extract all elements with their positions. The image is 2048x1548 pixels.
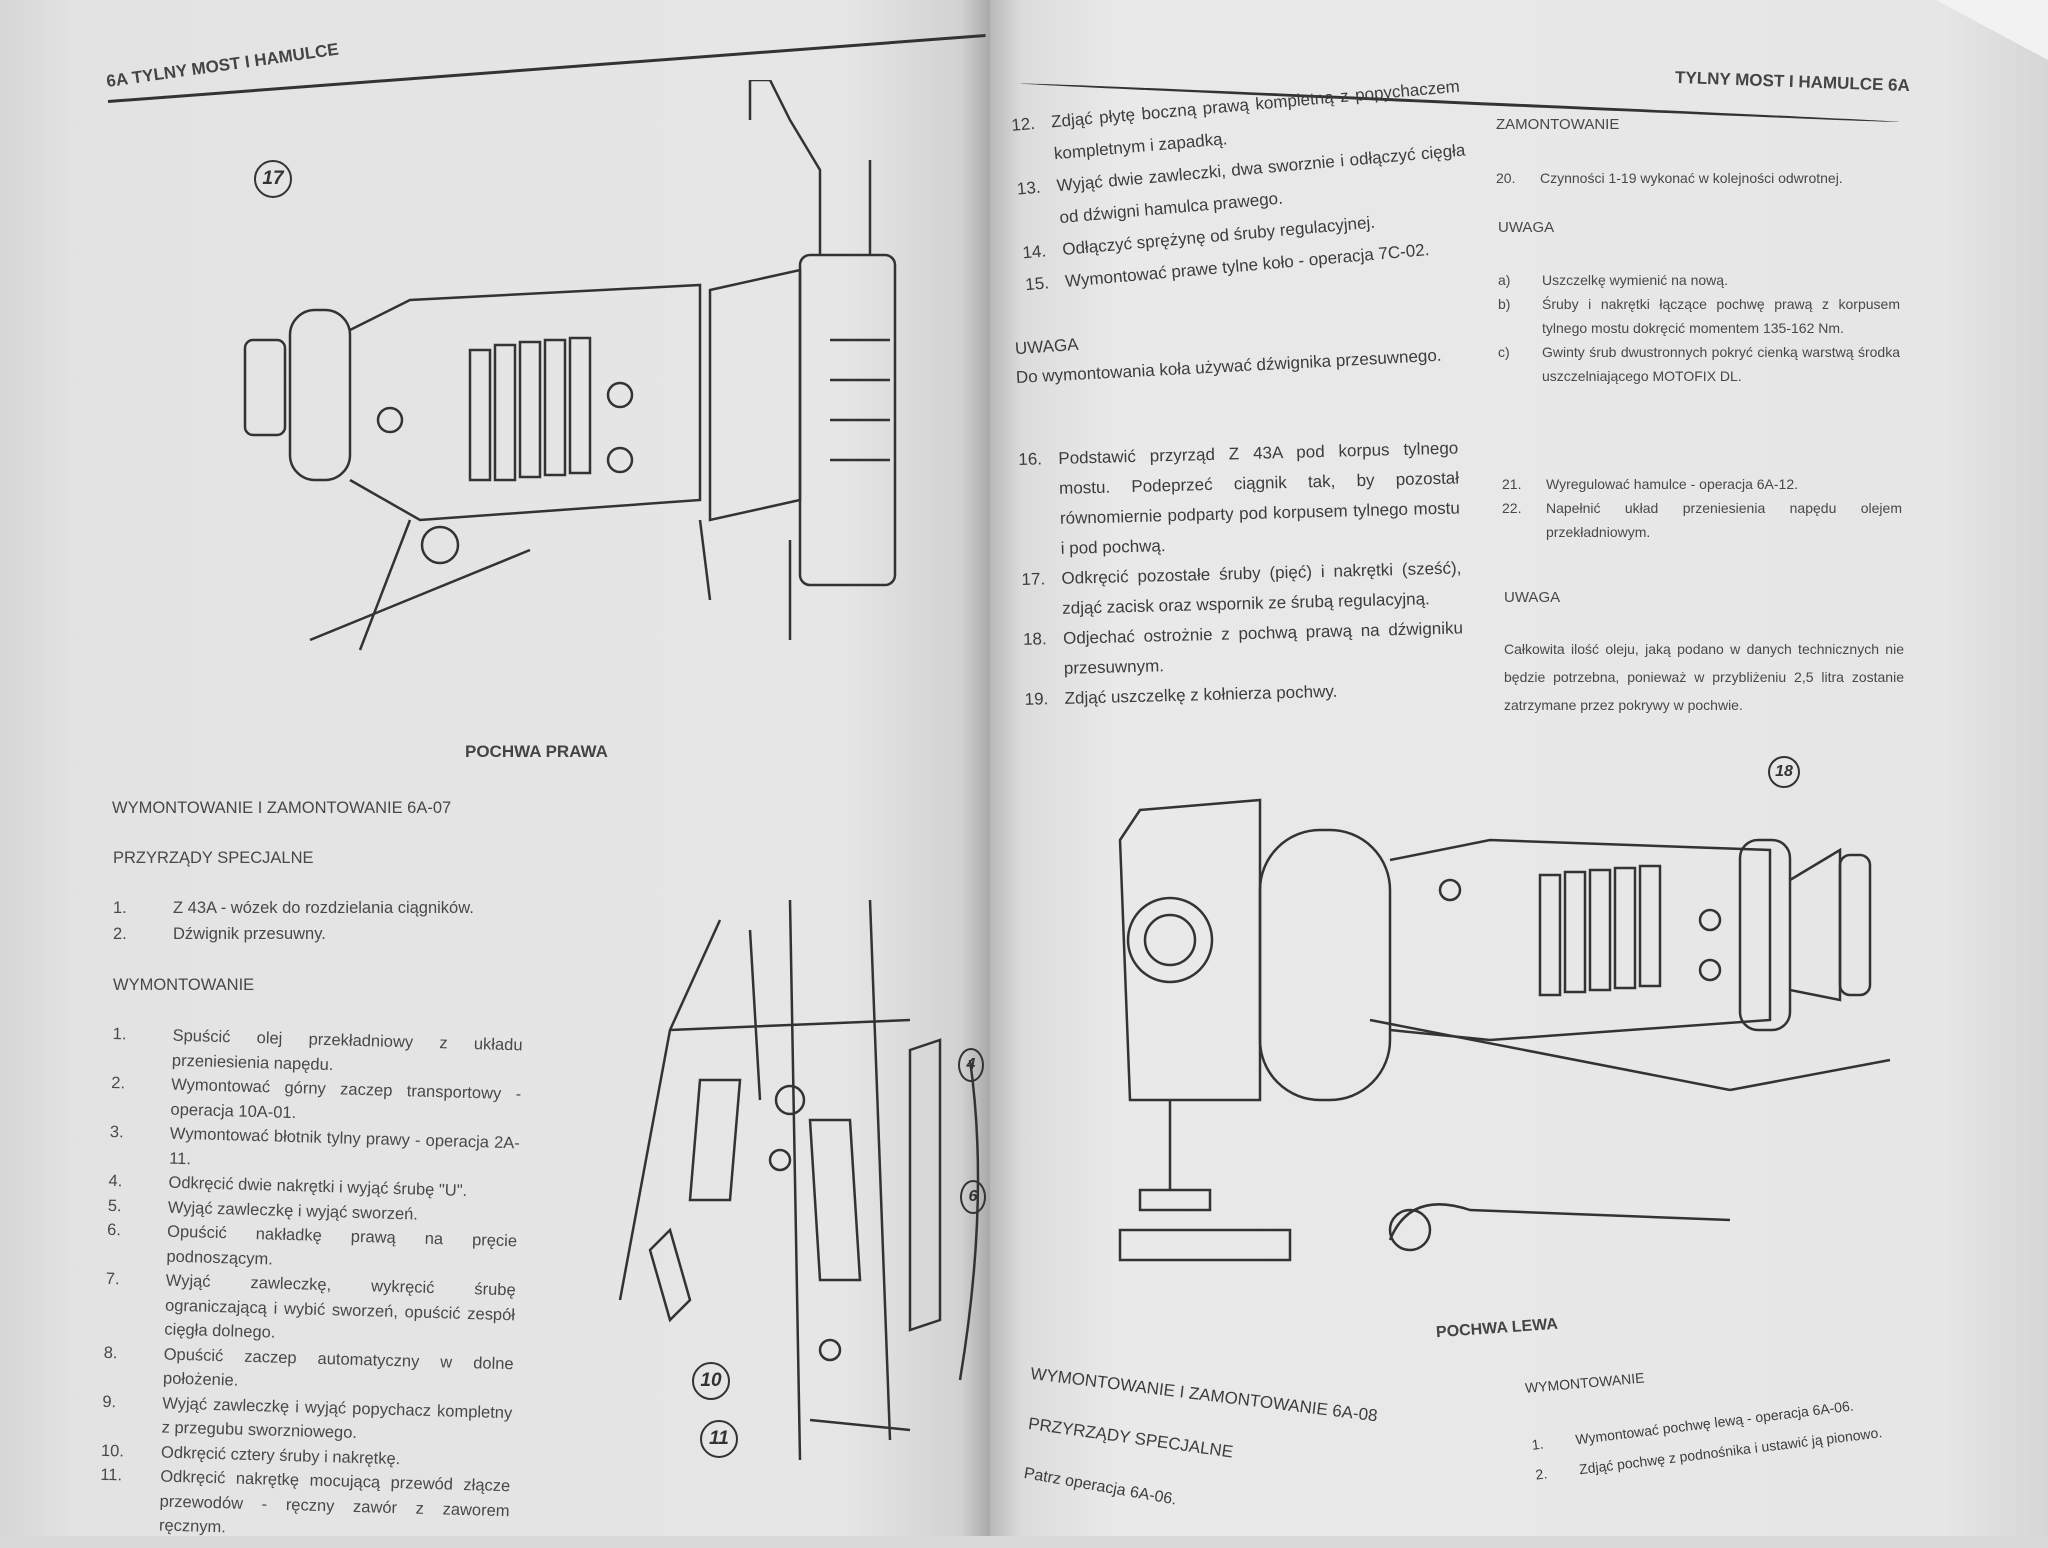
item-number: 7.: [105, 1269, 120, 1289]
figure-caption: POCHWA LEWA: [1435, 1315, 1559, 1342]
item-number: 2.: [1534, 1465, 1549, 1483]
note3-text: Całkowita ilość oleju, jaką podano w dan…: [1504, 641, 1904, 713]
list-item: a) Uszczelkę wymienić na nową.: [1498, 268, 1900, 292]
axle-housing-left-drawing: [1118, 798, 1891, 1262]
list-item: 21. Wyregulować hamulce - operacja 6A-12.: [1502, 472, 1902, 496]
note2-heading: UWAGA: [1498, 219, 1555, 236]
item-text: Gwinty śrub dwustronnych pokryć cienką w…: [1542, 344, 1900, 384]
figure-number-18: 18: [1768, 756, 1800, 788]
axle-housing-right-drawing: [243, 80, 897, 651]
note1-text: Do wymontowania koła używać dźwignika pr…: [1015, 345, 1442, 387]
item-number: 8.: [103, 1343, 118, 1362]
item-number: 6.: [106, 1220, 122, 1240]
item-number: b): [1498, 296, 1511, 312]
page-header: TYLNY MOST I HAMULCE 6A: [1674, 67, 1911, 96]
item-text: Napełnić układ przeniesienia napędu olej…: [1546, 500, 1902, 540]
item-text: Śruby i nakrętki łączące pochwę prawą z …: [1542, 296, 1900, 336]
item-text: Wyjąć zawleczkę, wykręcić śrubę ogranicz…: [164, 1271, 516, 1342]
list-item: 1. Z 43A - wózek do rozdzielania ciągnikó…: [113, 895, 533, 921]
item-number: 11.: [100, 1465, 123, 1485]
steps-12-15: 12.Zdjąć płytę boczną prawą kompletną z …: [1010, 71, 1475, 301]
item-text: Odkręcić pozostałe śruby (pięć) i nakręt…: [1061, 558, 1462, 618]
callout-4: 4: [958, 1048, 984, 1082]
callout-11: 11: [700, 1420, 738, 1458]
item-number: a): [1498, 272, 1511, 288]
item-number: 22.: [1502, 500, 1522, 516]
callout-6: 6: [960, 1180, 986, 1214]
item-number: 21.: [1502, 476, 1522, 492]
list-item: 16. Podstawić przyrząd Z 43A pod korpus t…: [1018, 433, 1461, 564]
install-steps-21-22: 21. Wyregulować hamulce - operacja 6A-12.…: [1502, 472, 1902, 544]
install-heading: ZAMONTOWANIE: [1496, 116, 1620, 133]
callout-10: 10: [692, 1362, 730, 1400]
item-number: 13.: [1016, 177, 1042, 199]
removal-steps: 1.Spuścić olej przekładniowy z układu pr…: [99, 1022, 523, 1548]
background-corner: [1936, 0, 2048, 60]
item-number: 1.: [113, 899, 127, 917]
removal-heading: WYMONTOWANIE: [1524, 1369, 1646, 1396]
tools-heading: PRZYRZĄDY SPECJALNE: [1027, 1413, 1235, 1462]
figure-number-17: 17: [254, 160, 292, 198]
item-number: 14.: [1021, 241, 1047, 263]
figure-caption: POCHWA PRAWA: [465, 742, 608, 761]
item-text: Podstawić przyrząd Z 43A pod korpus tyln…: [1058, 438, 1461, 558]
item-text: Uszczelkę wymienić na nową.: [1542, 272, 1728, 288]
item-number: 18.: [1022, 629, 1047, 649]
item-number: 15.: [1024, 273, 1050, 295]
item-number: 20.: [1496, 170, 1516, 186]
item-number: 1.: [112, 1024, 127, 1044]
item-number: 2.: [111, 1073, 126, 1093]
note2-list: a) Uszczelkę wymienić na nową. b) Śruby i n…: [1498, 268, 1900, 388]
item-number: c): [1498, 344, 1510, 360]
item-number: 16.: [1018, 449, 1043, 469]
item-text: Odjechać ostrożnie z pochwą prawą na dźw…: [1062, 618, 1464, 678]
section-title: WYMONTOWANIE I ZAMONTOWANIE 6A-07: [112, 799, 452, 817]
item-number: 3.: [109, 1122, 124, 1142]
item-number: 9.: [102, 1392, 117, 1411]
item-number: 17.: [1021, 569, 1046, 589]
left-page: 6A TYLNY MOST I HAMULCE 17 POCHWA PRAWA …: [0, 0, 990, 1536]
note3-heading: UWAGA: [1504, 589, 1561, 606]
removal-steps: 1.Wymontować pochwę lewą - operacja 6A-0…: [1530, 1387, 1884, 1489]
item-number: 4.: [108, 1171, 123, 1191]
tools-list: 1. Z 43A - wózek do rozdzielania ciągnikó…: [113, 895, 533, 947]
item-text: Wyregulować hamulce - operacja 6A-12.: [1546, 476, 1798, 492]
list-item: c) Gwinty śrub dwustronnych pokryć cienką…: [1498, 340, 1900, 388]
right-page: TYLNY MOST I HAMULCE 6A 12.Zdjąć płytę b…: [990, 0, 2048, 1536]
item-number: 12.: [1010, 113, 1036, 135]
tools-text: Patrz operacja 6A-06.: [1022, 1464, 1178, 1509]
removal-heading: WYMONTOWANIE: [113, 976, 255, 994]
item-text: Czynności 1-19 wykonać w kolejności odwr…: [1540, 170, 1843, 186]
item-text: Dźwignik przesuwny.: [173, 925, 326, 943]
item-number: 5.: [107, 1196, 122, 1215]
item-text: Z 43A - wózek do rozdzielania ciągników.: [173, 899, 474, 917]
item-number: 19.: [1024, 689, 1049, 709]
list-item: 11. Odkręcić nakrętkę mocującą przewód zł…: [99, 1463, 511, 1548]
list-item: 22. Napełnić układ przeniesienia napędu o…: [1502, 496, 1902, 544]
list-item: 2. Dźwignik przesuwny.: [113, 921, 533, 947]
list-item: 7. Wyjąć zawleczkę, wykręcić śrubę ograni…: [104, 1267, 516, 1352]
list-item: b) Śruby i nakrętki łączące pochwę prawą …: [1498, 292, 1900, 340]
linkage-drawing: [618, 900, 980, 1461]
item-number: 2.: [113, 925, 127, 943]
item-number: 10.: [100, 1441, 125, 1460]
steps-16-19: 16. Podstawić przyrząd Z 43A pod korpus t…: [1018, 433, 1465, 714]
item-text: Odkręcić nakrętkę mocującą przewód złącz…: [158, 1467, 511, 1537]
tools-heading: PRZYRZĄDY SPECJALNE: [113, 849, 314, 867]
install-step-20: 20. Czynności 1-19 wykonać w kolejności o…: [1496, 165, 1916, 191]
